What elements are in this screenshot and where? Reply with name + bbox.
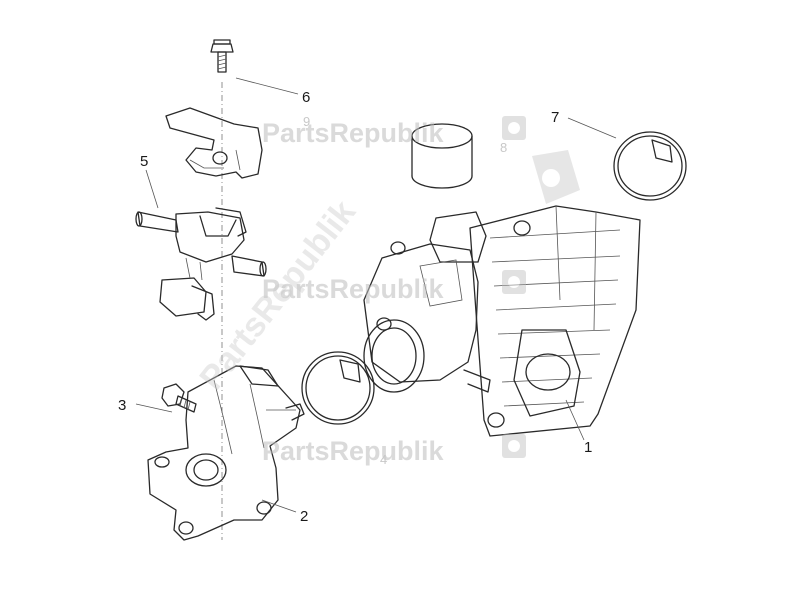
leader-line-2	[261, 499, 297, 513]
callout-5: 5	[140, 153, 148, 170]
part-1-throttle-body	[363, 205, 641, 437]
leader-line-1	[565, 399, 585, 441]
watermark-gear-icon	[502, 116, 580, 458]
part-8-sleeve	[411, 123, 473, 189]
watermark-text-bottom: PartsRepublik	[262, 436, 445, 466]
part-5-injector	[135, 207, 267, 321]
callout-9-faint: 9	[303, 114, 310, 129]
callout-8-faint: 8	[500, 140, 507, 155]
leader-line-7	[567, 117, 617, 139]
callout-7: 7	[551, 109, 559, 126]
callout-6: 6	[302, 89, 310, 106]
callout-4-faint: 4	[380, 452, 387, 467]
leader-line-5	[145, 169, 159, 209]
callout-1: 1	[584, 439, 592, 456]
watermark-text-middle: PartsRepublik	[262, 274, 445, 304]
callout-2: 2	[300, 508, 308, 525]
callout-3: 3	[118, 397, 126, 414]
leader-line-3	[135, 403, 173, 413]
part-4-clamp	[301, 351, 375, 425]
leader-line-6	[235, 77, 299, 95]
part-9-bracket	[165, 107, 263, 179]
part-7-clamp	[613, 131, 687, 201]
watermark-text-top: PartsRepublik	[262, 118, 445, 148]
part-2-manifold	[147, 365, 305, 541]
part-6-bolt	[210, 39, 234, 73]
part-3-screw	[161, 383, 197, 413]
